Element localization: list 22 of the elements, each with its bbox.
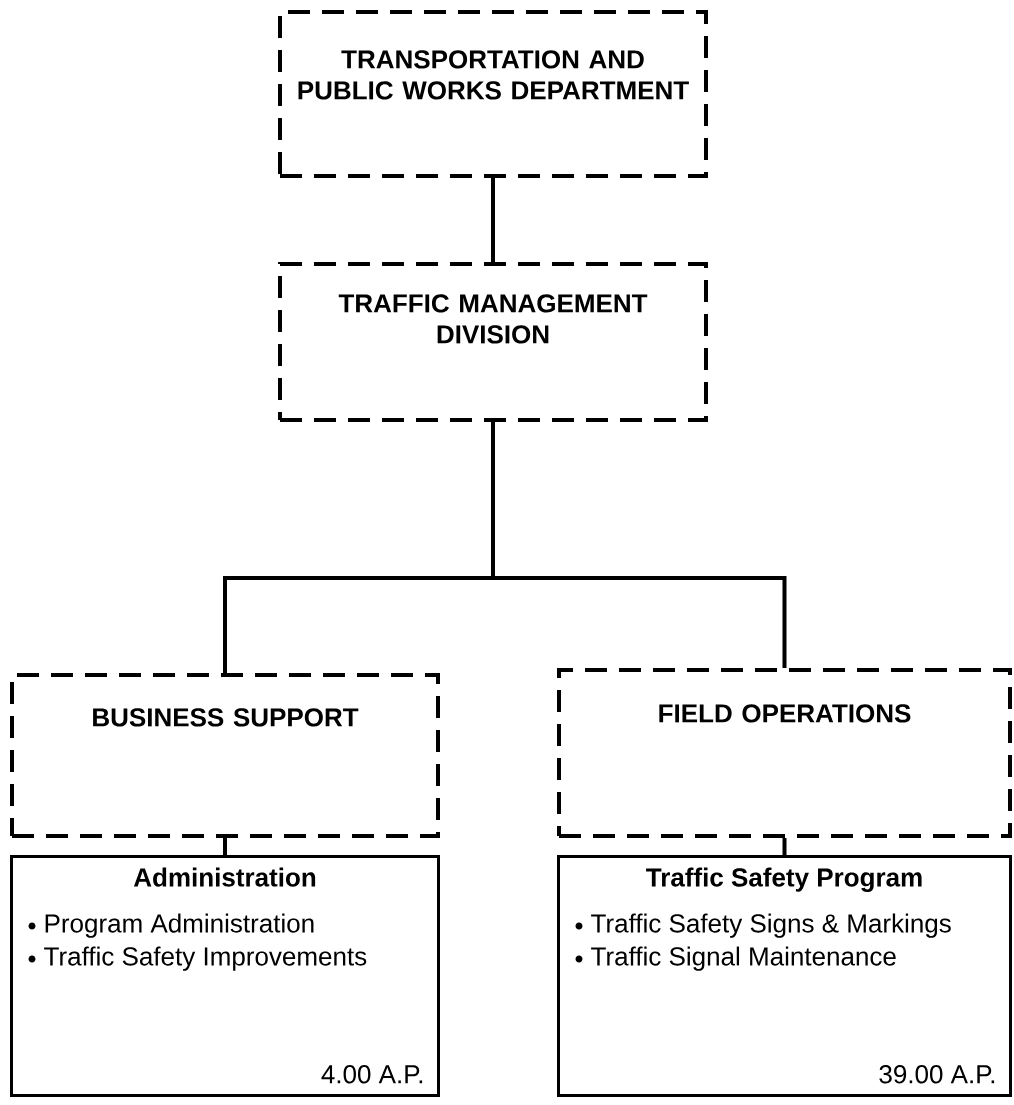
connector-line [223,838,227,855]
unit-title: BUSINESS SUPPORT [93,708,359,727]
bullet-item: Traffic Signal Maintenance [591,946,896,971]
connector-line [782,838,787,855]
unit-title: TRAFFIC MANAGEMENT DIVISION [338,294,648,344]
bullet-item: Traffic Safety Signs & Markings [591,913,951,938]
unit-title: TRANSPORTATION AND PUBLIC WORKS DEPARTMENT [298,50,689,100]
program-box [557,855,1012,1097]
program-title: Traffic Safety Program [646,867,922,892]
unit-box [10,673,440,838]
unit-box [557,668,1012,838]
unit-box [278,10,708,178]
bullet-item: Traffic Safety Improvements [44,946,367,971]
program-box [10,855,440,1097]
connector-line [491,422,787,668]
connector-line [491,178,495,262]
position-count: 4.00 A.P. [321,1065,423,1084]
unit-title: FIELD OPERATIONS [659,704,911,723]
unit-box [278,262,708,422]
position-count: 39.00 A.P. [879,1065,995,1084]
bullet-item: Program Administration [45,913,314,938]
program-title: Administration [133,867,316,887]
